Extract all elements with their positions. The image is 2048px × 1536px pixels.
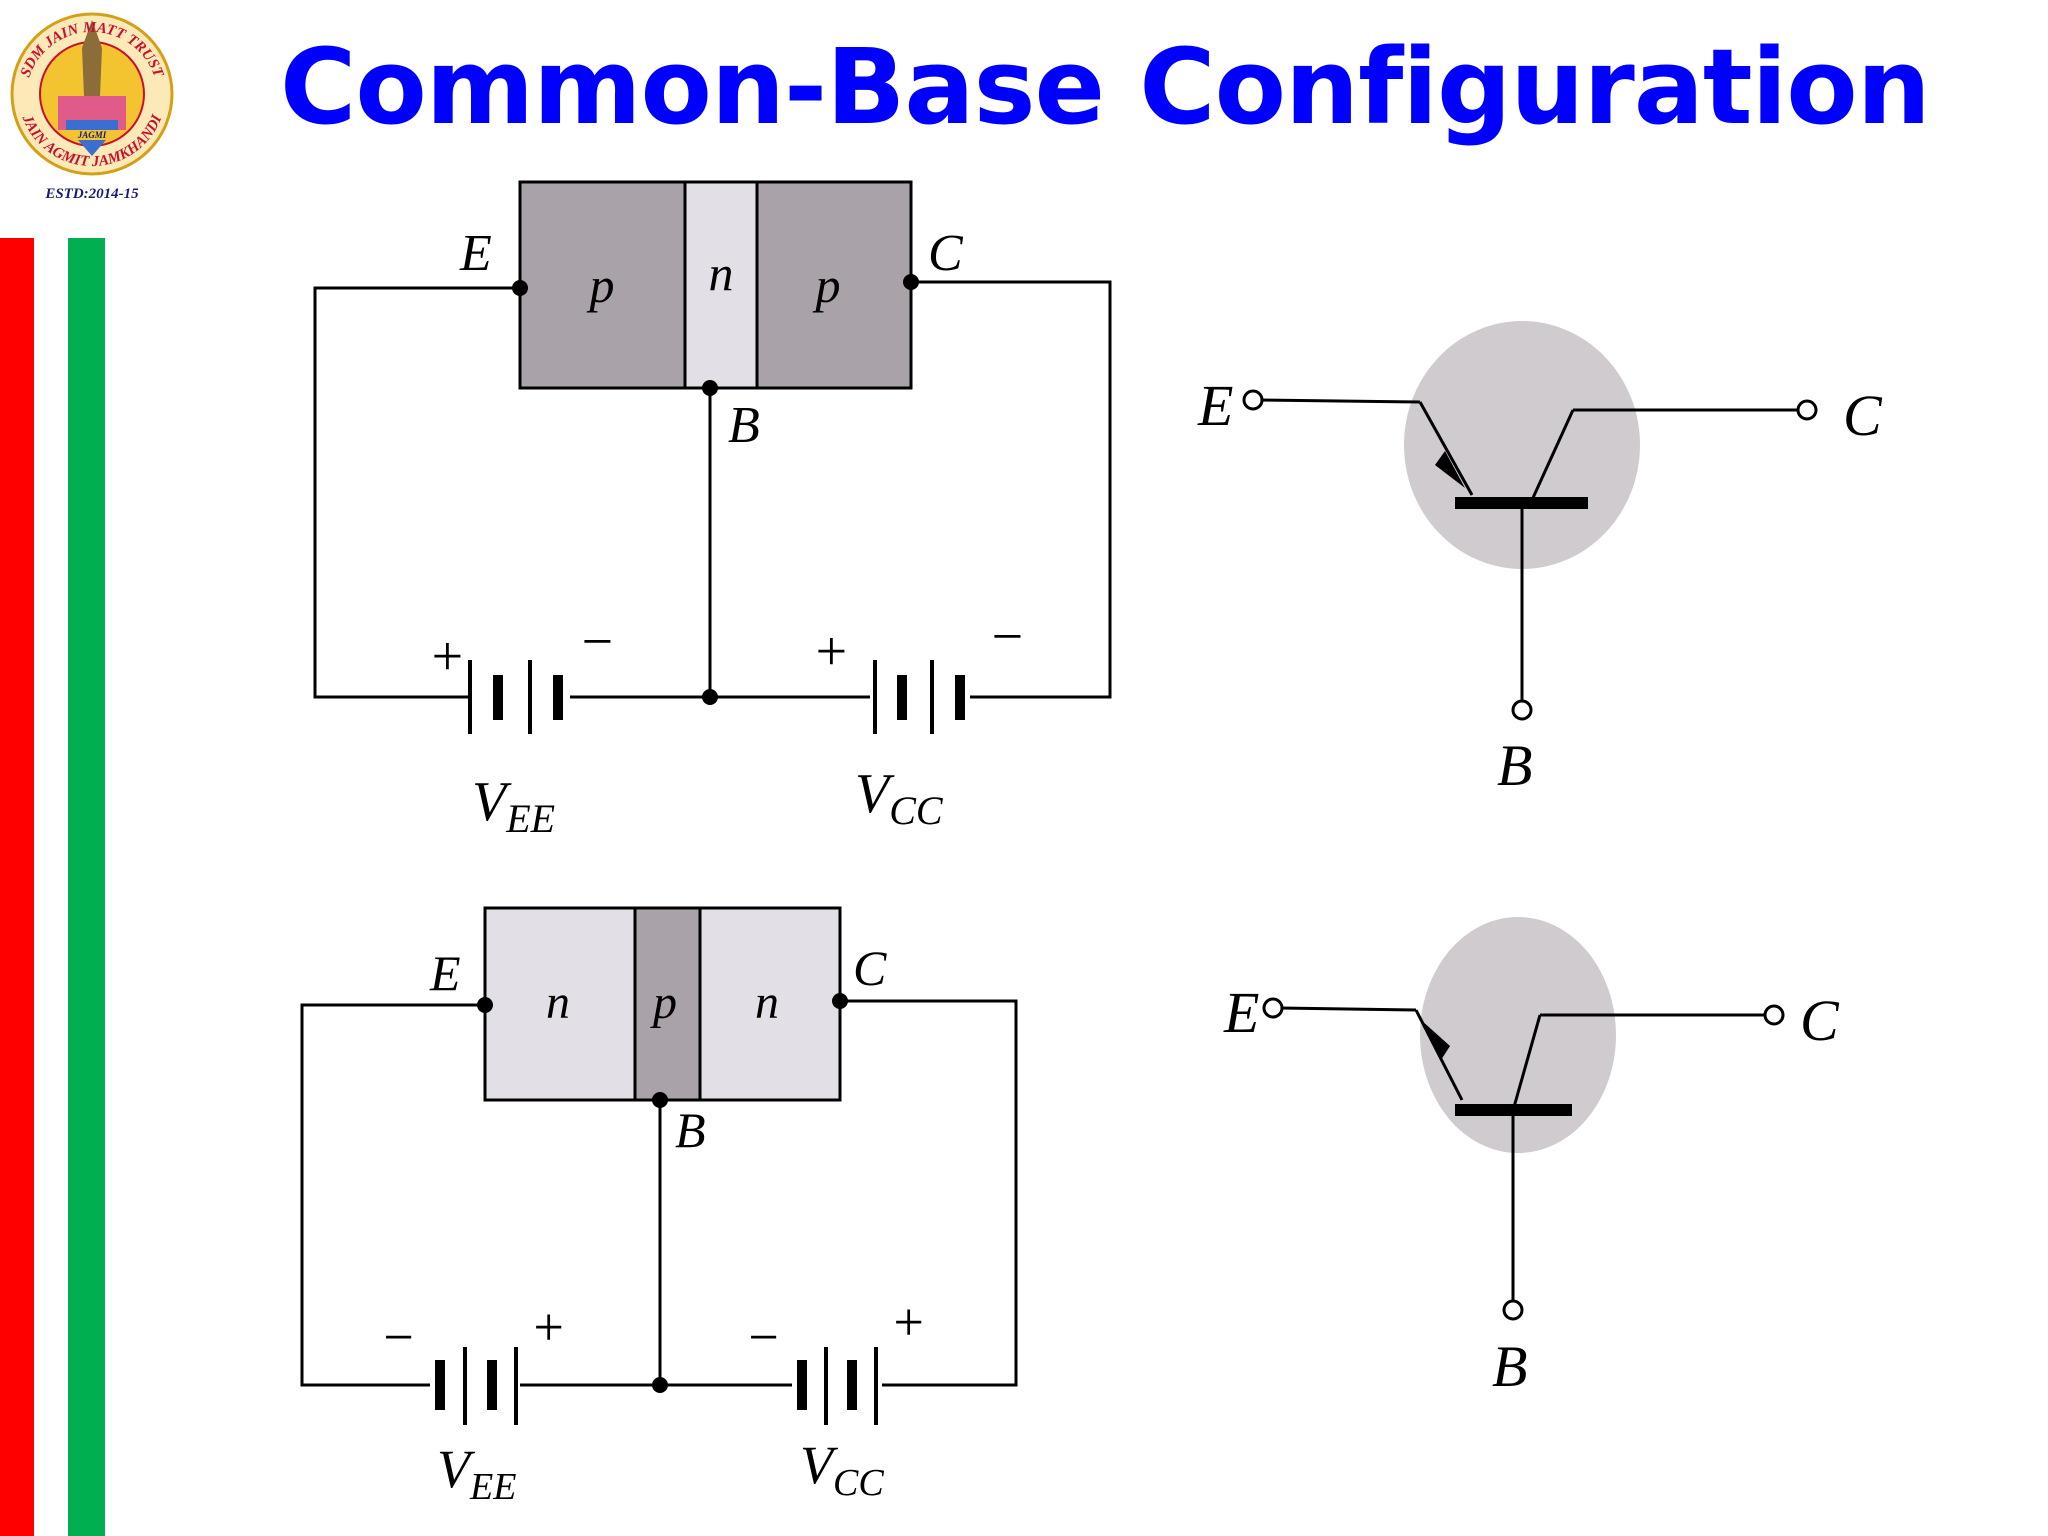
pnp-vee-left-sign: + [428, 626, 466, 688]
pnp-vee-right-sign: − [578, 611, 616, 673]
npn-region-label-2: p [650, 976, 677, 1029]
npn-symbol-base-label: B [1492, 1334, 1527, 1399]
npn-circuit-diagram: n p n E C B − + VEE − + VCC [300, 906, 1018, 1508]
pnp-vee-label: VEE [472, 771, 555, 841]
pnp-symbol-collector-label: C [1843, 383, 1883, 448]
pnp-emitter-arrow-icon [1435, 451, 1465, 488]
pnp-vcc-label: VCC [855, 763, 944, 833]
npn-vcc-battery [797, 1347, 878, 1425]
trust-logo: SDM JAIN MATT TRUST JAIN AGMIT JAMKHANDI… [10, 12, 174, 202]
stripe-white [34, 238, 68, 1536]
pnp-emitter-label: E [459, 225, 492, 282]
stripe-red [0, 238, 34, 1536]
npn-collector-node [832, 993, 848, 1009]
pnp-region-label-1: p [587, 257, 615, 313]
pnp-region-p-right [755, 180, 913, 390]
npn-region-n-right [698, 906, 842, 1102]
pnp-symbol-base-label: B [1497, 733, 1532, 798]
pnp-emitter-node [512, 280, 528, 296]
logo-established: ESTD:2014-15 [44, 186, 139, 202]
npn-collector-label: C [853, 940, 887, 996]
npn-emitter-node [477, 997, 493, 1013]
pnp-region-label-2: n [709, 245, 734, 301]
npn-region-p [633, 906, 702, 1102]
pnp-circuit-diagram: p n p E C B + − VEE + − VCC [313, 180, 1112, 841]
npn-region-label-1: n [546, 976, 570, 1029]
pnp-base-label: B [728, 397, 760, 454]
npn-vcc-right-sign: + [890, 1292, 926, 1352]
npn-transistor-symbol: E C B [1223, 917, 1840, 1399]
npn-base-label: B [675, 1102, 706, 1158]
npn-vee-left-sign: − [380, 1307, 416, 1367]
stripe-green [68, 238, 105, 1536]
npn-region-label-3: n [755, 976, 779, 1029]
npn-emitter-label: E [429, 945, 461, 1001]
pnp-region-label-3: p [813, 257, 841, 313]
pnp-transistor-symbol: E C B [1197, 321, 1883, 798]
pnp-vcc-right-sign: − [988, 606, 1026, 668]
npn-ground-node [652, 1377, 668, 1393]
pnp-vee-battery [468, 660, 563, 734]
pnp-collector-node [903, 274, 919, 290]
pnp-vcc-battery [873, 660, 965, 734]
pnp-ground-node [702, 689, 718, 705]
logo-center-label: JAGMI [77, 130, 107, 140]
npn-symbol-emitter-label: E [1223, 980, 1259, 1045]
npn-vcc-left-sign: − [745, 1307, 781, 1367]
npn-emitter-arrow-icon [1421, 1020, 1450, 1060]
npn-vcc-label: VCC [800, 1435, 884, 1504]
npn-base-node [652, 1092, 668, 1108]
pnp-symbol-emitter-label: E [1197, 373, 1233, 438]
npn-vee-right-sign: + [530, 1297, 566, 1357]
npn-vee-label: VEE [437, 1439, 516, 1508]
slide-title: Common-Base Configuration [280, 26, 1931, 148]
pnp-base-node [702, 380, 718, 396]
pnp-collector-label: C [928, 225, 964, 282]
npn-symbol-collector-label: C [1800, 988, 1840, 1053]
npn-vee-battery [435, 1347, 518, 1425]
pnp-vcc-left-sign: + [812, 621, 850, 683]
npn-region-n-left [483, 906, 637, 1102]
